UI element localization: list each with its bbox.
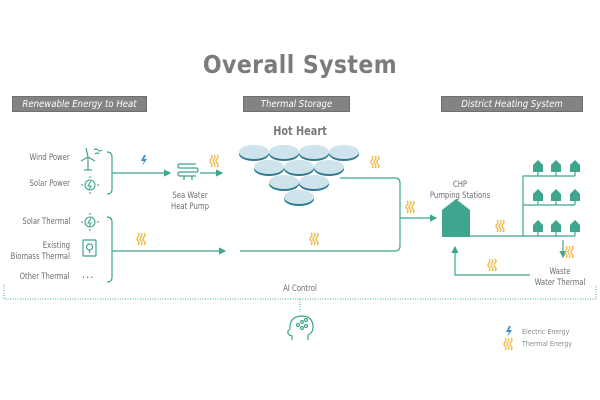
house-network — [522, 175, 575, 237]
thermal-energy-icon — [136, 232, 146, 246]
bottom-to-district-line — [240, 177, 401, 252]
electric-energy-icon — [141, 155, 147, 166]
thermal-energy-icon — [405, 200, 415, 214]
houses-group — [533, 160, 580, 232]
legend-electric-label: Electric Energy — [522, 328, 570, 336]
thermal-energy-icon — [487, 258, 497, 272]
heat-pump-icon — [177, 163, 199, 180]
storage-tank — [329, 145, 359, 161]
house-icon — [533, 160, 543, 172]
storage-tank — [299, 175, 329, 191]
section-renewable-energy: Renewable Energy to Heat — [12, 96, 147, 112]
house-icon — [551, 160, 561, 172]
page-title: Overall System — [202, 50, 398, 79]
storage-tank — [254, 160, 284, 176]
thermal-energy-icon — [209, 154, 219, 168]
return-line — [451, 245, 530, 276]
house-icon — [570, 189, 580, 201]
chp-station-icon — [442, 199, 470, 237]
wind-turbine-icon — [80, 147, 103, 171]
storage-tank — [299, 145, 329, 161]
house-icon — [551, 220, 561, 232]
ai-brain-head-icon — [287, 315, 314, 340]
house-icon — [533, 189, 543, 201]
ai-control-boundary — [3, 285, 597, 312]
thermal-energy-icon — [564, 245, 574, 259]
label-wind-power: Wind Power — [29, 153, 70, 163]
storage-tank — [269, 175, 299, 191]
house-icon — [533, 220, 543, 232]
section-thermal-storage: Thermal Storage — [243, 96, 350, 112]
label-solar-thermal: Solar Thermal — [21, 217, 70, 227]
legend-thermal-icon — [503, 337, 513, 351]
legend-thermal-label: Thermal Energy — [522, 340, 572, 348]
house-icon — [570, 160, 580, 172]
label-solar-power: Solar Power — [29, 179, 70, 189]
biomass-icon — [82, 239, 97, 257]
storage-tank — [314, 160, 344, 176]
house-icon — [551, 189, 561, 201]
label-other-thermal: Other Thermal — [19, 272, 70, 282]
label-sea-water-heat-pump: Sea Water Heat Pump — [171, 191, 209, 212]
storage-tank — [284, 190, 314, 206]
label-hot-heart: Hot Heart — [273, 124, 327, 138]
thermal-energy-icon — [495, 219, 505, 233]
house-icon — [570, 220, 580, 232]
storage-tank — [269, 145, 299, 161]
solar-power-icon — [81, 176, 99, 194]
legend-electric-icon — [506, 326, 512, 337]
storage-tank — [284, 160, 314, 176]
electric-sources-bracket — [106, 151, 113, 195]
label-waste-water-thermal: Waste Water Thermal — [534, 267, 586, 288]
thermal-sources-bracket — [106, 216, 113, 283]
thermal-energy-icon — [370, 155, 380, 169]
storage-tank — [239, 145, 269, 161]
label-chp-pumping-stations: CHP Pumping Stations — [429, 180, 491, 201]
label-biomass-thermal: Existing Biomass Thermal — [10, 241, 70, 262]
thermal-energy-icon — [309, 232, 319, 246]
hot-heart-storage — [239, 145, 359, 206]
label-ai-control: AI Control — [283, 284, 317, 294]
other-icon: ... — [82, 268, 95, 281]
section-district-heating: District Heating System — [441, 96, 583, 112]
solar-thermal-icon — [81, 213, 99, 231]
